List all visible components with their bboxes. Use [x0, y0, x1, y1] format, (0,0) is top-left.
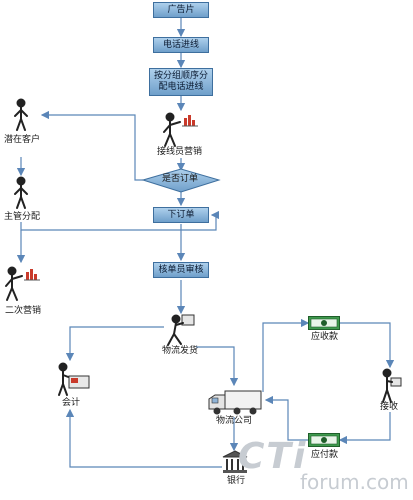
- assign-box: 按分组顺序分 配电话进线: [149, 68, 213, 96]
- arrow-bank-to-accountant: [65, 408, 222, 468]
- receive-person-icon: [382, 368, 402, 403]
- logistics-company-label: 物流公司: [216, 416, 253, 426]
- accountant-desk-icon: [58, 362, 90, 396]
- arrow-logistics-to-accountant: [65, 326, 164, 362]
- truck-icon: [208, 390, 262, 415]
- operator-sales-label: 接线员营销: [157, 147, 203, 157]
- arrow-logistics-to-company: [196, 346, 239, 387]
- bank-label: 银行: [227, 476, 246, 486]
- review-box: 核单员审核: [153, 262, 209, 278]
- phone-in-box: 电话进线: [153, 37, 209, 53]
- arrow-company-to-receivable: [262, 318, 310, 392]
- bank-icon: [222, 450, 248, 473]
- prospect-label: 潜在客户: [4, 135, 41, 145]
- prospect-person-icon: [14, 98, 28, 131]
- decision-diamond: [141, 168, 221, 193]
- phone-in-label: 电话进线: [162, 39, 199, 50]
- arrow-receivable-to-receive: [340, 322, 395, 369]
- watermark-logo: CTi: [238, 436, 308, 477]
- order-label: 下订单: [167, 209, 195, 220]
- arrow-payable-to-company: [264, 395, 308, 441]
- watermark-domain: forum.com: [300, 470, 409, 494]
- ad-label: 广告片: [167, 4, 195, 15]
- supervisor-person-icon: [14, 176, 28, 209]
- arrow-decision-to-prospect: [40, 110, 143, 181]
- payable-label: 应付款: [311, 450, 339, 460]
- receivable-label: 应收款: [311, 332, 339, 342]
- assign-label-line2: 配电话进线: [158, 82, 204, 92]
- ad-box: 广告片: [153, 2, 209, 18]
- assign-label-line1: 按分组顺序分: [153, 71, 208, 81]
- review-label: 核单员审核: [158, 264, 204, 275]
- supervisor-label: 主管分配: [4, 212, 41, 222]
- logistics-delivery-label: 物流发货: [162, 346, 199, 356]
- logistics-delivery-icon: [167, 314, 195, 346]
- receivable-money-icon: [308, 316, 340, 330]
- operator-sales-icon: [163, 112, 198, 147]
- payable-money-icon: [308, 433, 340, 447]
- order-box: 下订单: [153, 207, 209, 223]
- accountant-label: 会计: [62, 398, 81, 408]
- arrow-receive-to-payable: [338, 412, 391, 445]
- second-sales-icon: [5, 266, 40, 301]
- receive-label: 接收: [380, 402, 399, 412]
- second-sales-label: 二次营销: [5, 306, 42, 316]
- decision-label: 是否订单: [162, 174, 199, 184]
- arrow-supervisor-to-order: [20, 210, 220, 231]
